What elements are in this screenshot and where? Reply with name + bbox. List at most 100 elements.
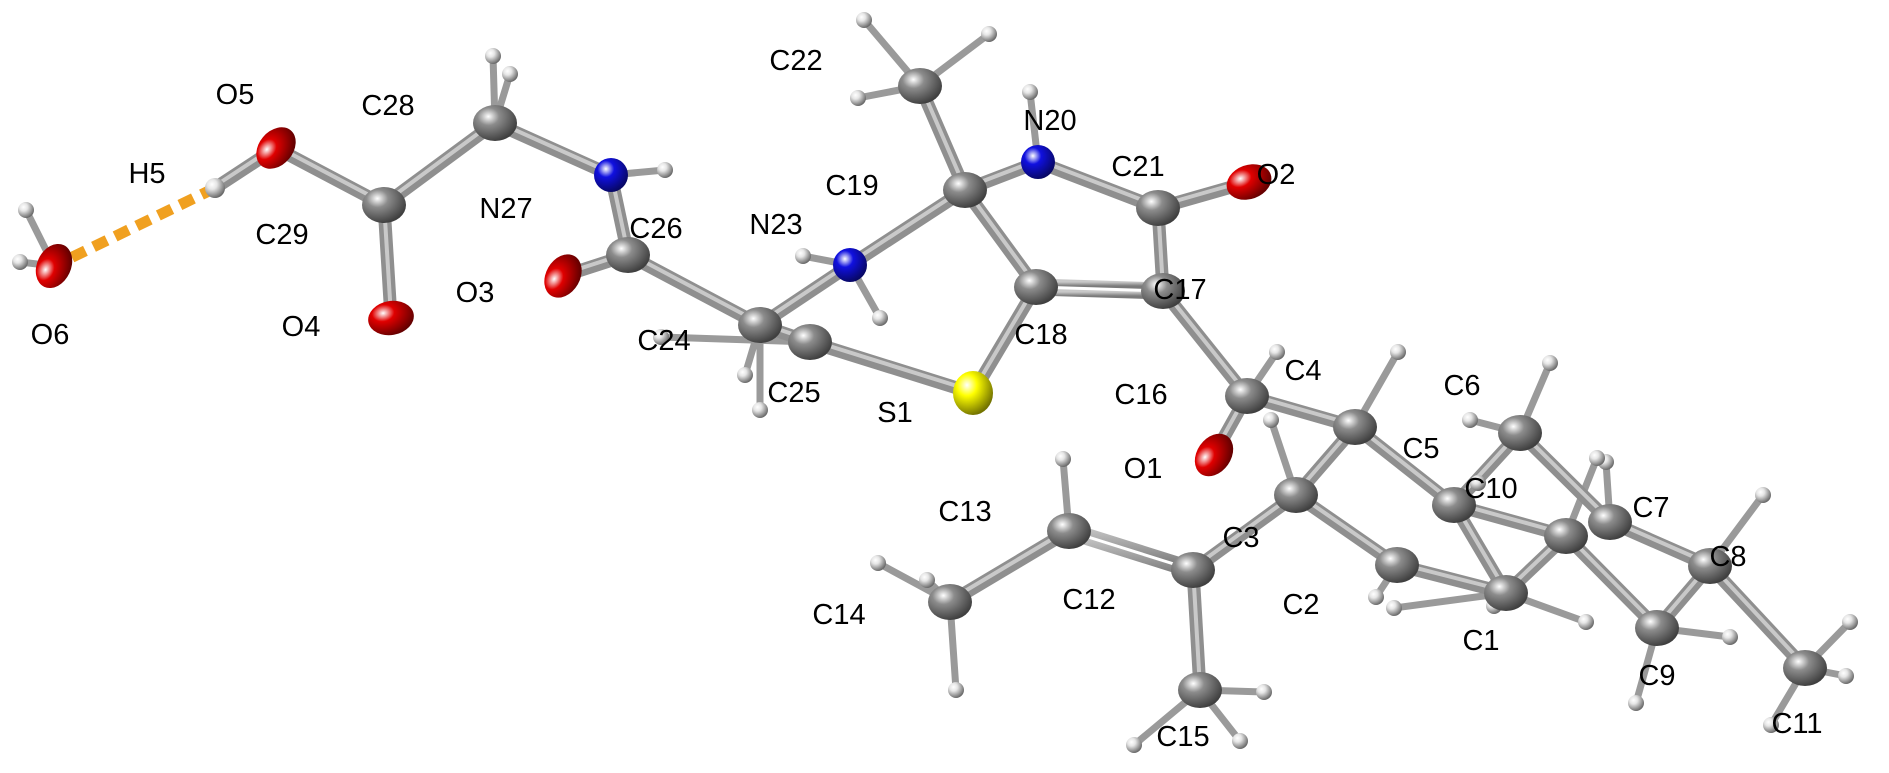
atom-label-o4: O4 <box>282 311 321 343</box>
hydrogen-atom <box>657 162 673 178</box>
hydrogen-atom <box>948 682 964 698</box>
hydrogen-atom <box>795 248 811 264</box>
atom-label-n23: N23 <box>749 209 802 241</box>
atom-label-c16: C16 <box>1114 379 1167 411</box>
hydrogen-atom <box>1589 450 1605 466</box>
hydrogen-atom <box>1390 344 1406 360</box>
atom-label-c5: C5 <box>1402 433 1439 465</box>
hydrogen-atom <box>1755 487 1771 503</box>
atom-c11 <box>1783 650 1827 686</box>
atom-h5 <box>205 178 225 198</box>
hydrogen-atom <box>18 202 34 218</box>
hydrogen-atom <box>870 555 886 571</box>
hydrogen-atom <box>1368 589 1384 605</box>
bond-h-C25-32 <box>657 333 814 346</box>
atom-c6 <box>1498 415 1542 451</box>
double-bond-C12-C13 <box>1063 532 1195 579</box>
hydrogen-atom <box>1022 84 1038 100</box>
hydrogen-atom-layer <box>12 12 1858 753</box>
hydrogen-bond-layer <box>51 183 218 271</box>
hydrogen-atom <box>850 90 866 106</box>
hydrogen-atom <box>1232 733 1248 749</box>
bond-highlight-C21-N20 <box>1036 158 1160 208</box>
atom-o6 <box>35 243 73 289</box>
atom-n27 <box>594 158 628 192</box>
atom-label-h5: H5 <box>128 158 165 190</box>
atom-label-c21: C21 <box>1111 151 1164 183</box>
hydrogen-atom <box>1628 695 1644 711</box>
atom-c4 <box>1333 409 1377 445</box>
atom-o5 <box>256 127 296 169</box>
hydrogen-atom <box>752 402 768 418</box>
atom-label-c7: C7 <box>1632 492 1669 524</box>
atom-c18 <box>1014 269 1058 305</box>
atom-label-c28: C28 <box>361 90 414 122</box>
atom-label-c14: C14 <box>812 599 865 631</box>
atom-label-c18: C18 <box>1014 319 1067 351</box>
bond-highlight-S1-C25 <box>808 338 975 393</box>
atom-c1 <box>1484 575 1528 611</box>
hydrogen-atom <box>1722 629 1738 645</box>
hydrogen-atom <box>1256 684 1272 700</box>
atom-label-c26: C26 <box>629 213 682 245</box>
atom-c5 <box>1432 487 1476 523</box>
atom-label-o3: O3 <box>456 277 495 309</box>
bond-layer <box>16 16 1854 749</box>
atom-c22 <box>898 68 942 104</box>
hydrogen-atom <box>737 367 753 383</box>
hydrogen-atom <box>1269 344 1285 360</box>
atom-c14 <box>928 584 972 620</box>
atom-c21 <box>1136 190 1180 226</box>
atom-label-c10: C10 <box>1464 473 1517 505</box>
hydrogen-atom <box>1462 412 1478 428</box>
atom-o2 <box>1226 164 1272 200</box>
hydrogen-atom <box>856 12 872 28</box>
bond-highlight-C29-O5 <box>274 144 386 205</box>
atom-layer <box>35 68 1827 708</box>
atom-label-c29: C29 <box>255 219 308 251</box>
atom-n23 <box>833 248 867 282</box>
hydrogen-atom <box>1542 355 1558 371</box>
atom-label-c4: C4 <box>1284 355 1321 387</box>
atom-label-c22: C22 <box>769 45 822 77</box>
atom-c15 <box>1178 672 1222 708</box>
hydrogen-atom <box>981 26 997 42</box>
atom-label-n20: N20 <box>1023 105 1076 137</box>
atom-s1 <box>953 371 993 415</box>
atom-c16 <box>1225 378 1269 414</box>
hydrogen-atom <box>1838 668 1854 684</box>
hydrogen-atom <box>12 254 28 270</box>
atom-c9 <box>1635 610 1679 646</box>
hydrogen-atom <box>485 48 501 64</box>
bond-highlight-C9-C10 <box>1564 532 1659 628</box>
hydrogen-atom <box>872 310 888 326</box>
atom-label-c6: C6 <box>1443 370 1480 402</box>
atom-c13 <box>1047 513 1091 549</box>
atom-c19 <box>943 172 987 208</box>
bond-highlight-C13-C14 <box>948 527 1071 602</box>
atom-c17 <box>1141 273 1185 309</box>
atom-label-c25: C25 <box>767 377 820 409</box>
bond-highlight-C28-C29 <box>382 119 497 205</box>
hydrogen-atom <box>1578 614 1594 630</box>
atom-label-c13: C13 <box>938 496 991 528</box>
bond-highlight-C8-C11 <box>1708 562 1807 668</box>
atom-label-n27: N27 <box>479 193 532 225</box>
atom-c3 <box>1274 477 1318 513</box>
atom-c10 <box>1544 518 1588 554</box>
atom-label-c8: C8 <box>1709 541 1746 573</box>
atom-label-c3: C3 <box>1222 522 1259 554</box>
hydrogen-atom <box>1126 737 1142 753</box>
atom-label-c11: C11 <box>1771 708 1822 740</box>
atom-o3 <box>544 254 582 298</box>
atom-label-c9: C9 <box>1638 660 1675 692</box>
atom-label-s1: S1 <box>877 397 912 429</box>
atom-c26 <box>606 237 650 273</box>
hydrogen-atom <box>1763 717 1779 733</box>
double-bond-C12-C13 <box>1067 522 1199 569</box>
atom-label-layer: C1C2C3C4C5C6C7C8C9C10C11C12C13C14C15C16C… <box>31 45 1823 753</box>
hbond-H5-O6 <box>51 183 218 271</box>
atom-label-c24: C24 <box>637 325 690 357</box>
atom-n20 <box>1021 145 1055 179</box>
